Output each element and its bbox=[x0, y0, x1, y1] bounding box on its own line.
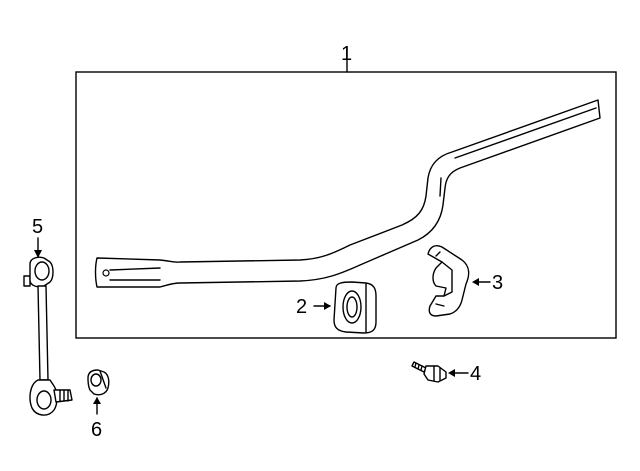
callout-3-label[interactable]: 3 bbox=[492, 272, 503, 294]
callout-5-arrow bbox=[34, 250, 42, 258]
callout-2-label[interactable]: 2 bbox=[296, 296, 307, 318]
callout-3-arrow bbox=[472, 278, 479, 286]
callout-4-arrow bbox=[448, 369, 455, 377]
nut[interactable] bbox=[87, 369, 110, 396]
callout-2-arrow bbox=[324, 302, 331, 310]
callout-5-label[interactable]: 5 bbox=[32, 216, 43, 238]
callout-1-label[interactable]: 1 bbox=[341, 43, 352, 65]
stabilizer-link[interactable] bbox=[23, 256, 73, 416]
callout-4-label[interactable]: 4 bbox=[470, 363, 481, 385]
bolt[interactable] bbox=[411, 361, 447, 383]
callout-6-label[interactable]: 6 bbox=[91, 419, 102, 441]
assembly-frame bbox=[75, 71, 617, 339]
callout-6-arrow bbox=[93, 397, 101, 404]
stabilizer-bar[interactable] bbox=[94, 99, 601, 288]
bushing-bracket[interactable] bbox=[427, 245, 470, 317]
bushing[interactable] bbox=[333, 281, 377, 334]
